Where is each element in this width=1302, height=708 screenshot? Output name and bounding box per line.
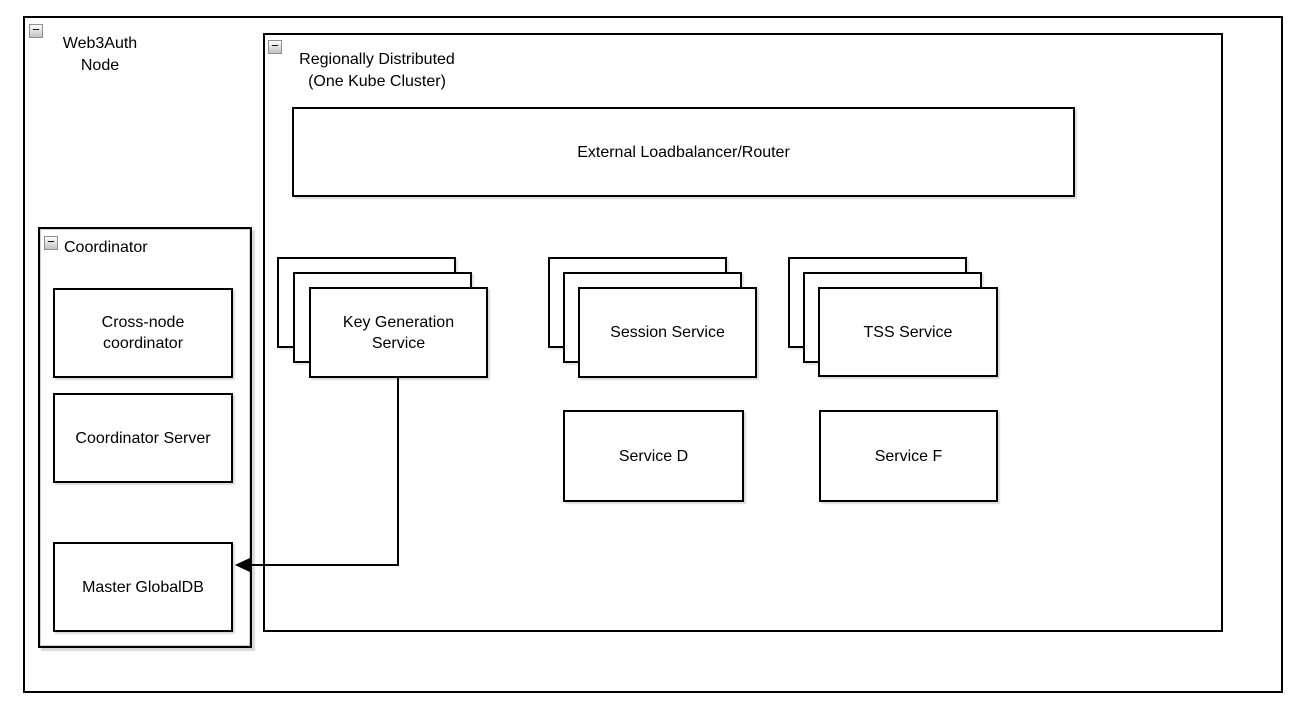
group-coordinator-label: Coordinator <box>64 239 148 256</box>
node-external-loadbalancer-label: External Loadbalancer/Router <box>577 143 790 161</box>
edge-keygen-to-globaldb[interactable] <box>250 378 399 566</box>
collapse-icon[interactable]: − <box>44 235 58 250</box>
node-coordinator-server[interactable]: Coordinator Server <box>53 393 233 483</box>
group-web3auth-node-label: Web3Auth Node <box>62 35 138 74</box>
node-key-generation-service[interactable]: Key Generation Service <box>309 287 488 378</box>
group-regionally-distributed-label: Regionally Distributed (One Kube Cluster… <box>299 51 455 90</box>
node-external-loadbalancer[interactable]: External Loadbalancer/Router <box>292 107 1075 197</box>
node-tss-service[interactable]: TSS Service <box>818 287 998 377</box>
node-master-globaldb[interactable]: Master GlobalDB <box>53 542 233 632</box>
edge-keygen-to-globaldb-arrowhead <box>234 557 252 573</box>
node-cross-node-coordinator[interactable]: Cross-node coordinator <box>53 288 233 378</box>
node-service-d[interactable]: Service D <box>563 410 744 502</box>
collapse-icon[interactable]: − <box>268 39 282 54</box>
node-session-service[interactable]: Session Service <box>578 287 757 378</box>
collapse-icon[interactable]: − <box>29 23 43 38</box>
node-service-f[interactable]: Service F <box>819 410 998 502</box>
